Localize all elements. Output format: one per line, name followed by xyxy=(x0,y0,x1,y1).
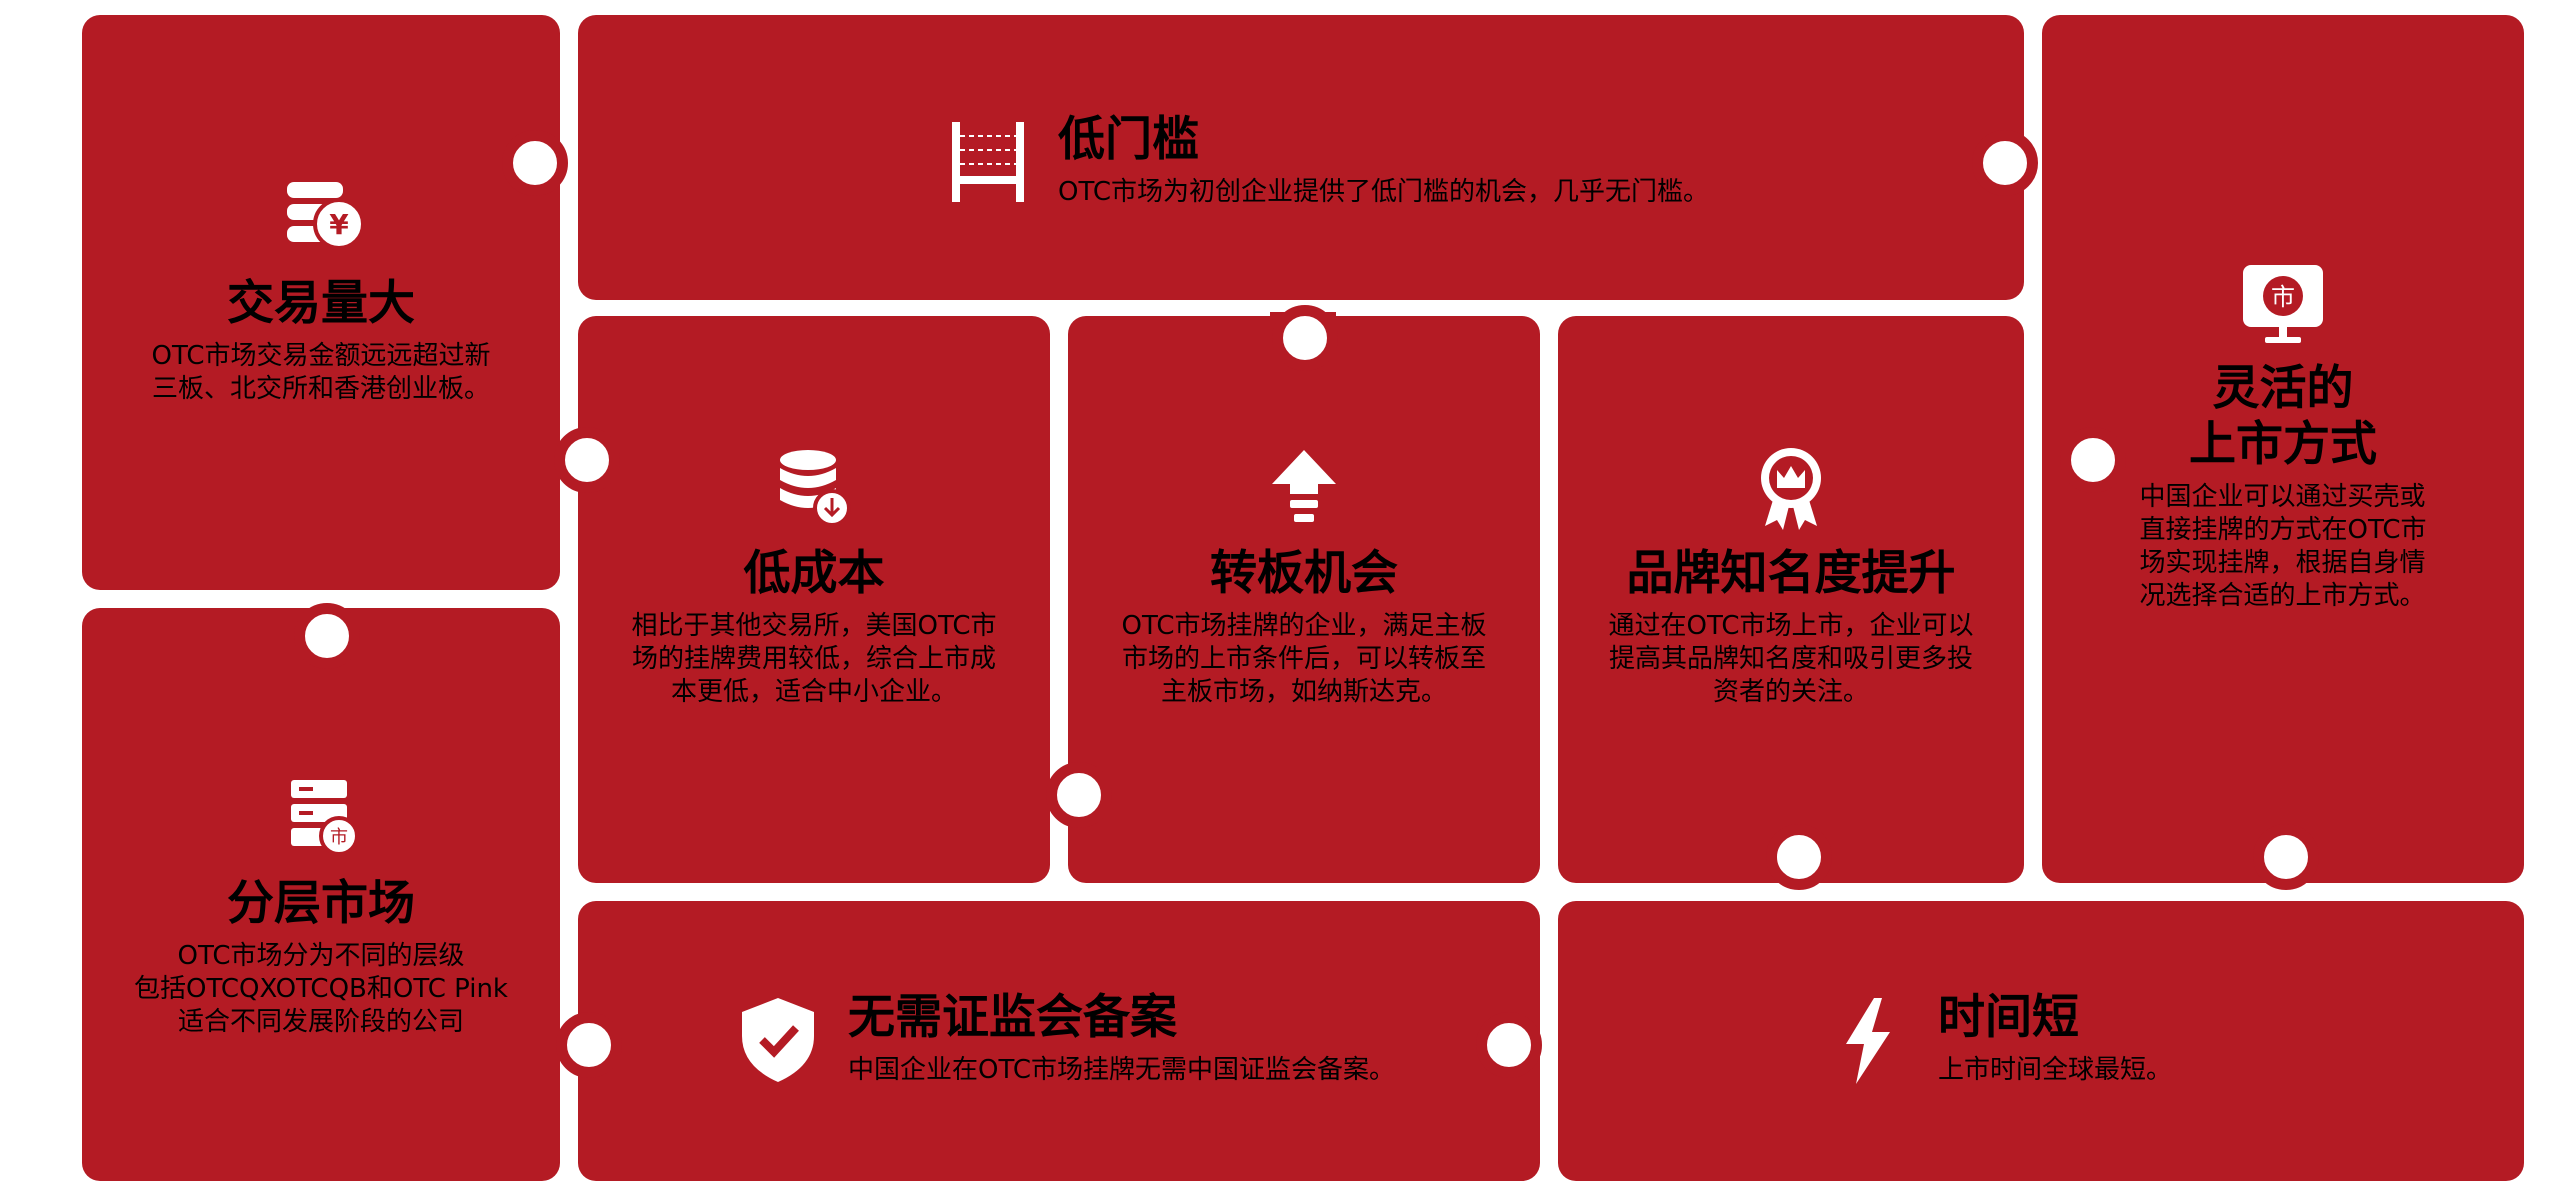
feature-title: 时间短 xyxy=(1938,990,2079,1045)
feature-description: 相比于其他交易所，美国OTC市 场的挂牌费用较低，综合上市成 本更低，适合中小企… xyxy=(631,611,997,707)
feature-title: 灵活的 上市方式 xyxy=(2189,361,2377,472)
tile-short-time xyxy=(1558,901,2524,1181)
connector-socket xyxy=(502,130,568,196)
feature-title: 低成本 xyxy=(743,546,885,601)
connector-socket xyxy=(1476,1012,1542,1078)
feature-title: 分层市场 xyxy=(227,876,415,931)
feature-brand: 品牌知名度提升 通过在OTC市场上市，企业可以 提高其品牌知名度和吸引更多投 资… xyxy=(1558,440,2024,709)
feature-description: 中国企业在OTC市场挂牌无需中国证监会备案。 xyxy=(848,1055,1395,1085)
feature-description: OTC市场挂牌的企业，满足主板 市场的上市条件后，可以转板至 主板市场，如纳斯达… xyxy=(1121,611,1487,707)
feature-tiered: 市 分层市场 OTC市场分为不同的层级 包括OTCQXOTCQB和OTC Pin… xyxy=(82,770,560,1039)
tile-brand xyxy=(1558,316,2024,883)
feature-low-cost: 低成本 相比于其他交易所，美国OTC市 场的挂牌费用较低，综合上市成 本更低，适… xyxy=(578,440,1050,709)
feature-title: 无需证监会备案 xyxy=(848,990,1177,1045)
connector-socket xyxy=(294,603,360,669)
market-monitor-icon: 市 xyxy=(2235,255,2331,351)
feature-description: 中国企业可以通过买壳或 直接挂牌的方式在OTC市 场实现挂牌，根据自身情 况选择… xyxy=(2139,482,2427,611)
tile-tiered xyxy=(82,608,560,1181)
feature-volume: ¥ 交易量大 OTC市场交易金额远远超过新 三板、北交所和香港创业板。 xyxy=(82,170,560,406)
connector-socket xyxy=(556,1012,622,1078)
tile-low-threshold xyxy=(578,15,2024,300)
feature-low-threshold: 低门槛 OTC市场为初创企业提供了低门槛的机会，几乎无门槛。 xyxy=(940,112,1709,210)
tile-no-csrc xyxy=(578,901,1540,1181)
upload-arrow-icon xyxy=(1256,440,1352,536)
svg-text:¥: ¥ xyxy=(329,208,349,241)
tile-volume xyxy=(82,15,560,590)
connector-socket xyxy=(1766,824,1832,890)
tile-transfer xyxy=(1068,316,1540,883)
feature-title: 低门槛 xyxy=(1058,112,1199,167)
connector-socket xyxy=(2060,427,2126,493)
lightning-icon xyxy=(1820,992,1916,1088)
feature-title: 交易量大 xyxy=(227,276,415,331)
coins-yen-icon: ¥ xyxy=(273,170,369,266)
crown-badge-icon xyxy=(1743,440,1839,536)
tile-low-cost xyxy=(578,316,1050,883)
server-market-icon: 市 xyxy=(273,770,369,866)
feature-no-csrc: 无需证监会备案 中国企业在OTC市场挂牌无需中国证监会备案。 xyxy=(730,990,1395,1088)
feature-flexible: 市 灵活的 上市方式 中国企业可以通过买壳或 直接挂牌的方式在OTC市 场实现挂… xyxy=(2042,255,2524,613)
connector-socket xyxy=(1972,130,2038,196)
connector-socket xyxy=(2253,824,2319,890)
hurdle-icon xyxy=(940,114,1036,210)
feature-description: OTC市场分为不同的层级 包括OTCQXOTCQB和OTC Pink 适合不同发… xyxy=(134,941,508,1037)
feature-short-time: 时间短 上市时间全球最短。 xyxy=(1820,990,2172,1088)
feature-description: 通过在OTC市场上市，企业可以 提高其品牌知名度和吸引更多投 资者的关注。 xyxy=(1608,611,1974,707)
feature-description: 上市时间全球最短。 xyxy=(1938,1055,2173,1085)
shield-check-icon xyxy=(730,992,826,1088)
svg-text:市: 市 xyxy=(2271,283,2295,311)
feature-title: 品牌知名度提升 xyxy=(1626,546,1956,601)
connector-socket xyxy=(554,427,620,493)
svg-text:市: 市 xyxy=(330,827,348,848)
connector-socket xyxy=(1272,305,1338,371)
connector-socket xyxy=(1046,762,1112,828)
feature-title: 转板机会 xyxy=(1210,546,1398,601)
feature-transfer: 转板机会 OTC市场挂牌的企业，满足主板 市场的上市条件后，可以转板至 主板市场… xyxy=(1068,440,1540,709)
feature-description: OTC市场为初创企业提供了低门槛的机会，几乎无门槛。 xyxy=(1058,177,1709,207)
feature-description: OTC市场交易金额远远超过新 三板、北交所和香港创业板。 xyxy=(151,341,491,404)
database-download-icon xyxy=(766,440,862,536)
